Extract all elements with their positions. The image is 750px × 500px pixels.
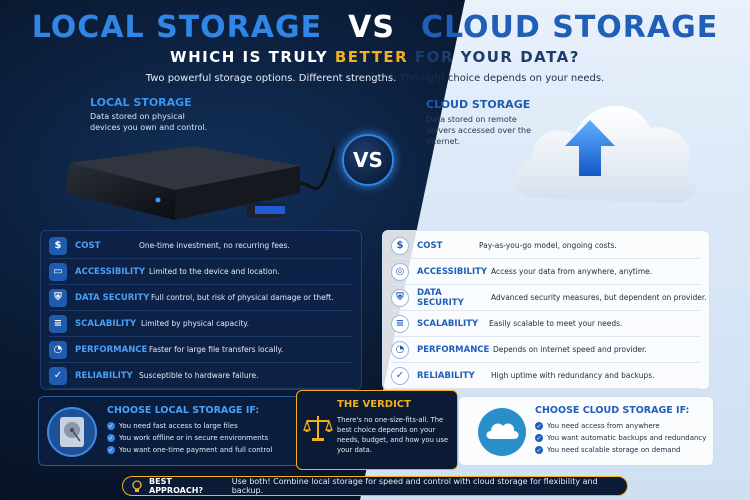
check-icon: ✓: [107, 422, 115, 430]
row-label: COST: [417, 240, 443, 251]
best-approach-banner: BEST APPROACH? Use both! Combine local s…: [122, 476, 628, 496]
local-row-accessibility: ▭ ACCESSIBILITY Limited to the device an…: [49, 259, 353, 285]
local-row-scalability: ≡ SCALABILITY Limited by physical capaci…: [49, 311, 353, 337]
dollar-icon: $: [49, 236, 67, 255]
row-text: Access your data from anywhere, anytime.: [491, 267, 653, 276]
cloud-icon: [478, 408, 526, 456]
cloud-row-accessibility: ◎ ACCESSIBILITY Access your data from an…: [391, 259, 701, 285]
row-text: Depends on internet speed and provider.: [493, 345, 647, 354]
check-icon: ✓: [107, 434, 115, 442]
hard-drive-icon: [47, 407, 97, 457]
row-text: Limited by physical capacity.: [141, 319, 250, 328]
row-text: Easily scalable to meet your needs.: [489, 319, 623, 328]
local-storage-heading: LOCAL STORAGE: [90, 96, 192, 109]
page-title: LOCAL STORAGE VS CLOUD STORAGE: [0, 10, 750, 45]
choose-local-item: ✓You work offline or in secure environme…: [107, 434, 269, 442]
database-icon: ≡: [391, 314, 409, 333]
row-label: DATA SECURITY: [417, 287, 464, 308]
subtitle-highlight: BETTER: [334, 48, 409, 66]
title-cloud: CLOUD STORAGE: [420, 10, 719, 45]
row-label: PERFORMANCE: [417, 344, 490, 355]
choose-cloud-card: CHOOSE CLOUD STORAGE IF: ✓You need acces…: [458, 396, 714, 466]
choose-local-title: CHOOSE LOCAL STORAGE IF:: [107, 405, 260, 416]
row-label: COST: [75, 240, 101, 251]
database-icon: ≡: [49, 314, 67, 333]
dollar-icon: $: [391, 236, 409, 255]
page-subtitle: WHICH IS TRULY BETTER FOR YOUR DATA?: [0, 48, 750, 66]
verdict-title: THE VERDICT: [337, 399, 411, 410]
verdict-text: There's no one-size-fits-all. The best c…: [337, 416, 449, 454]
choose-cloud-item: ✓You want automatic backups and redundan…: [535, 434, 707, 442]
local-storage-description: Data stored on physical devices you own …: [90, 112, 208, 132]
check-icon: ✓: [535, 422, 543, 430]
row-label: RELIABILITY: [75, 370, 133, 381]
row-text: Full control, but risk of physical damag…: [151, 293, 334, 302]
local-row-cost: $ COST One-time investment, no recurring…: [49, 233, 353, 259]
row-label: ACCESSIBILITY: [417, 266, 488, 277]
choose-cloud-item: ✓You need access from anywhere: [535, 422, 660, 430]
lightbulb-icon: [132, 480, 142, 492]
row-label: PERFORMANCE: [75, 344, 148, 355]
cloud-row-reliability: ✓ RELIABILITY High uptime with redundanc…: [391, 363, 701, 389]
local-row-reliability: ✓ RELIABILITY Susceptible to hardware fa…: [49, 363, 353, 389]
local-row-data-security: ⛨ DATA SECURITY Full control, but risk o…: [49, 285, 353, 311]
local-comparison-panel: $ COST One-time investment, no recurring…: [40, 230, 362, 390]
globe-icon: ◎: [391, 262, 409, 281]
shield-icon: ⛨: [391, 288, 409, 307]
choose-local-item: ✓You need fast access to large files: [107, 422, 238, 430]
row-text: Susceptible to hardware failure.: [139, 371, 259, 380]
subtitle-part2: FOR YOUR DATA?: [408, 48, 580, 66]
tagline: Two powerful storage options. Different …: [0, 73, 750, 84]
title-vs: VS: [348, 10, 395, 45]
row-text: Limited to the device and location.: [149, 267, 280, 276]
shield-icon: ⛨: [49, 288, 67, 307]
choose-local-card: CHOOSE LOCAL STORAGE IF: ✓You need fast …: [38, 396, 300, 466]
row-text: High uptime with redundancy and backups.: [491, 371, 655, 380]
gauge-icon: ◔: [391, 340, 409, 359]
row-label: SCALABILITY: [417, 318, 479, 329]
row-label: SCALABILITY: [75, 318, 137, 329]
tagline-part2: The right choice depends on your needs.: [399, 73, 605, 84]
external-drive-icon: [65, 146, 335, 220]
cloud-row-cost: $ COST Pay-as-you-go model, ongoing cost…: [391, 233, 701, 259]
cloud-storage-heading: CLOUD STORAGE: [426, 98, 531, 111]
choose-cloud-title: CHOOSE CLOUD STORAGE IF:: [535, 405, 690, 416]
row-text: Pay-as-you-go model, ongoing costs.: [479, 241, 617, 250]
best-approach-text: Use both! Combine local storage for spee…: [231, 477, 598, 495]
check-icon: ✓: [107, 446, 115, 454]
subtitle-part1: WHICH IS TRULY: [170, 48, 335, 66]
cloud-row-data-security: ⛨ DATA SECURITY Advanced security measur…: [391, 285, 707, 311]
check-circle-icon: ✓: [391, 366, 409, 385]
check-icon: ✓: [535, 446, 543, 454]
tagline-part1: Two powerful storage options. Different …: [145, 73, 400, 84]
row-label: ACCESSIBILITY: [75, 266, 146, 277]
monitor-icon: ▭: [49, 262, 67, 281]
cloud-row-scalability: ≡ SCALABILITY Easily scalable to meet yo…: [391, 311, 701, 337]
verdict-card: THE VERDICT There's no one-size-fits-all…: [296, 390, 458, 470]
check-circle-icon: ✓: [49, 366, 67, 385]
best-approach-heading: BEST APPROACH?: [149, 477, 204, 495]
check-icon: ✓: [535, 434, 543, 442]
row-text: Advanced security measures, but dependen…: [491, 293, 707, 302]
choose-local-item: ✓You want one-time payment and full cont…: [107, 446, 273, 454]
vs-badge: VS: [342, 134, 394, 186]
row-text: One-time investment, no recurring fees.: [139, 241, 290, 250]
gauge-icon: ◔: [49, 340, 67, 359]
title-local: LOCAL STORAGE: [31, 10, 323, 45]
choose-cloud-item: ✓You need scalable storage on demand: [535, 446, 681, 454]
row-text: Faster for large file transfers locally.: [149, 345, 284, 354]
local-row-performance: ◔ PERFORMANCE Faster for large file tran…: [49, 337, 353, 363]
cloud-comparison-panel: $ COST Pay-as-you-go model, ongoing cost…: [382, 230, 710, 390]
cloud-upload-icon: [514, 106, 696, 203]
row-label: RELIABILITY: [417, 370, 475, 381]
scales-icon: [303, 416, 333, 441]
cloud-storage-description: Data stored on remote servers accessed o…: [426, 115, 532, 146]
row-label: DATA SECURITY: [75, 292, 150, 303]
cloud-row-performance: ◔ PERFORMANCE Depends on internet speed …: [391, 337, 701, 363]
